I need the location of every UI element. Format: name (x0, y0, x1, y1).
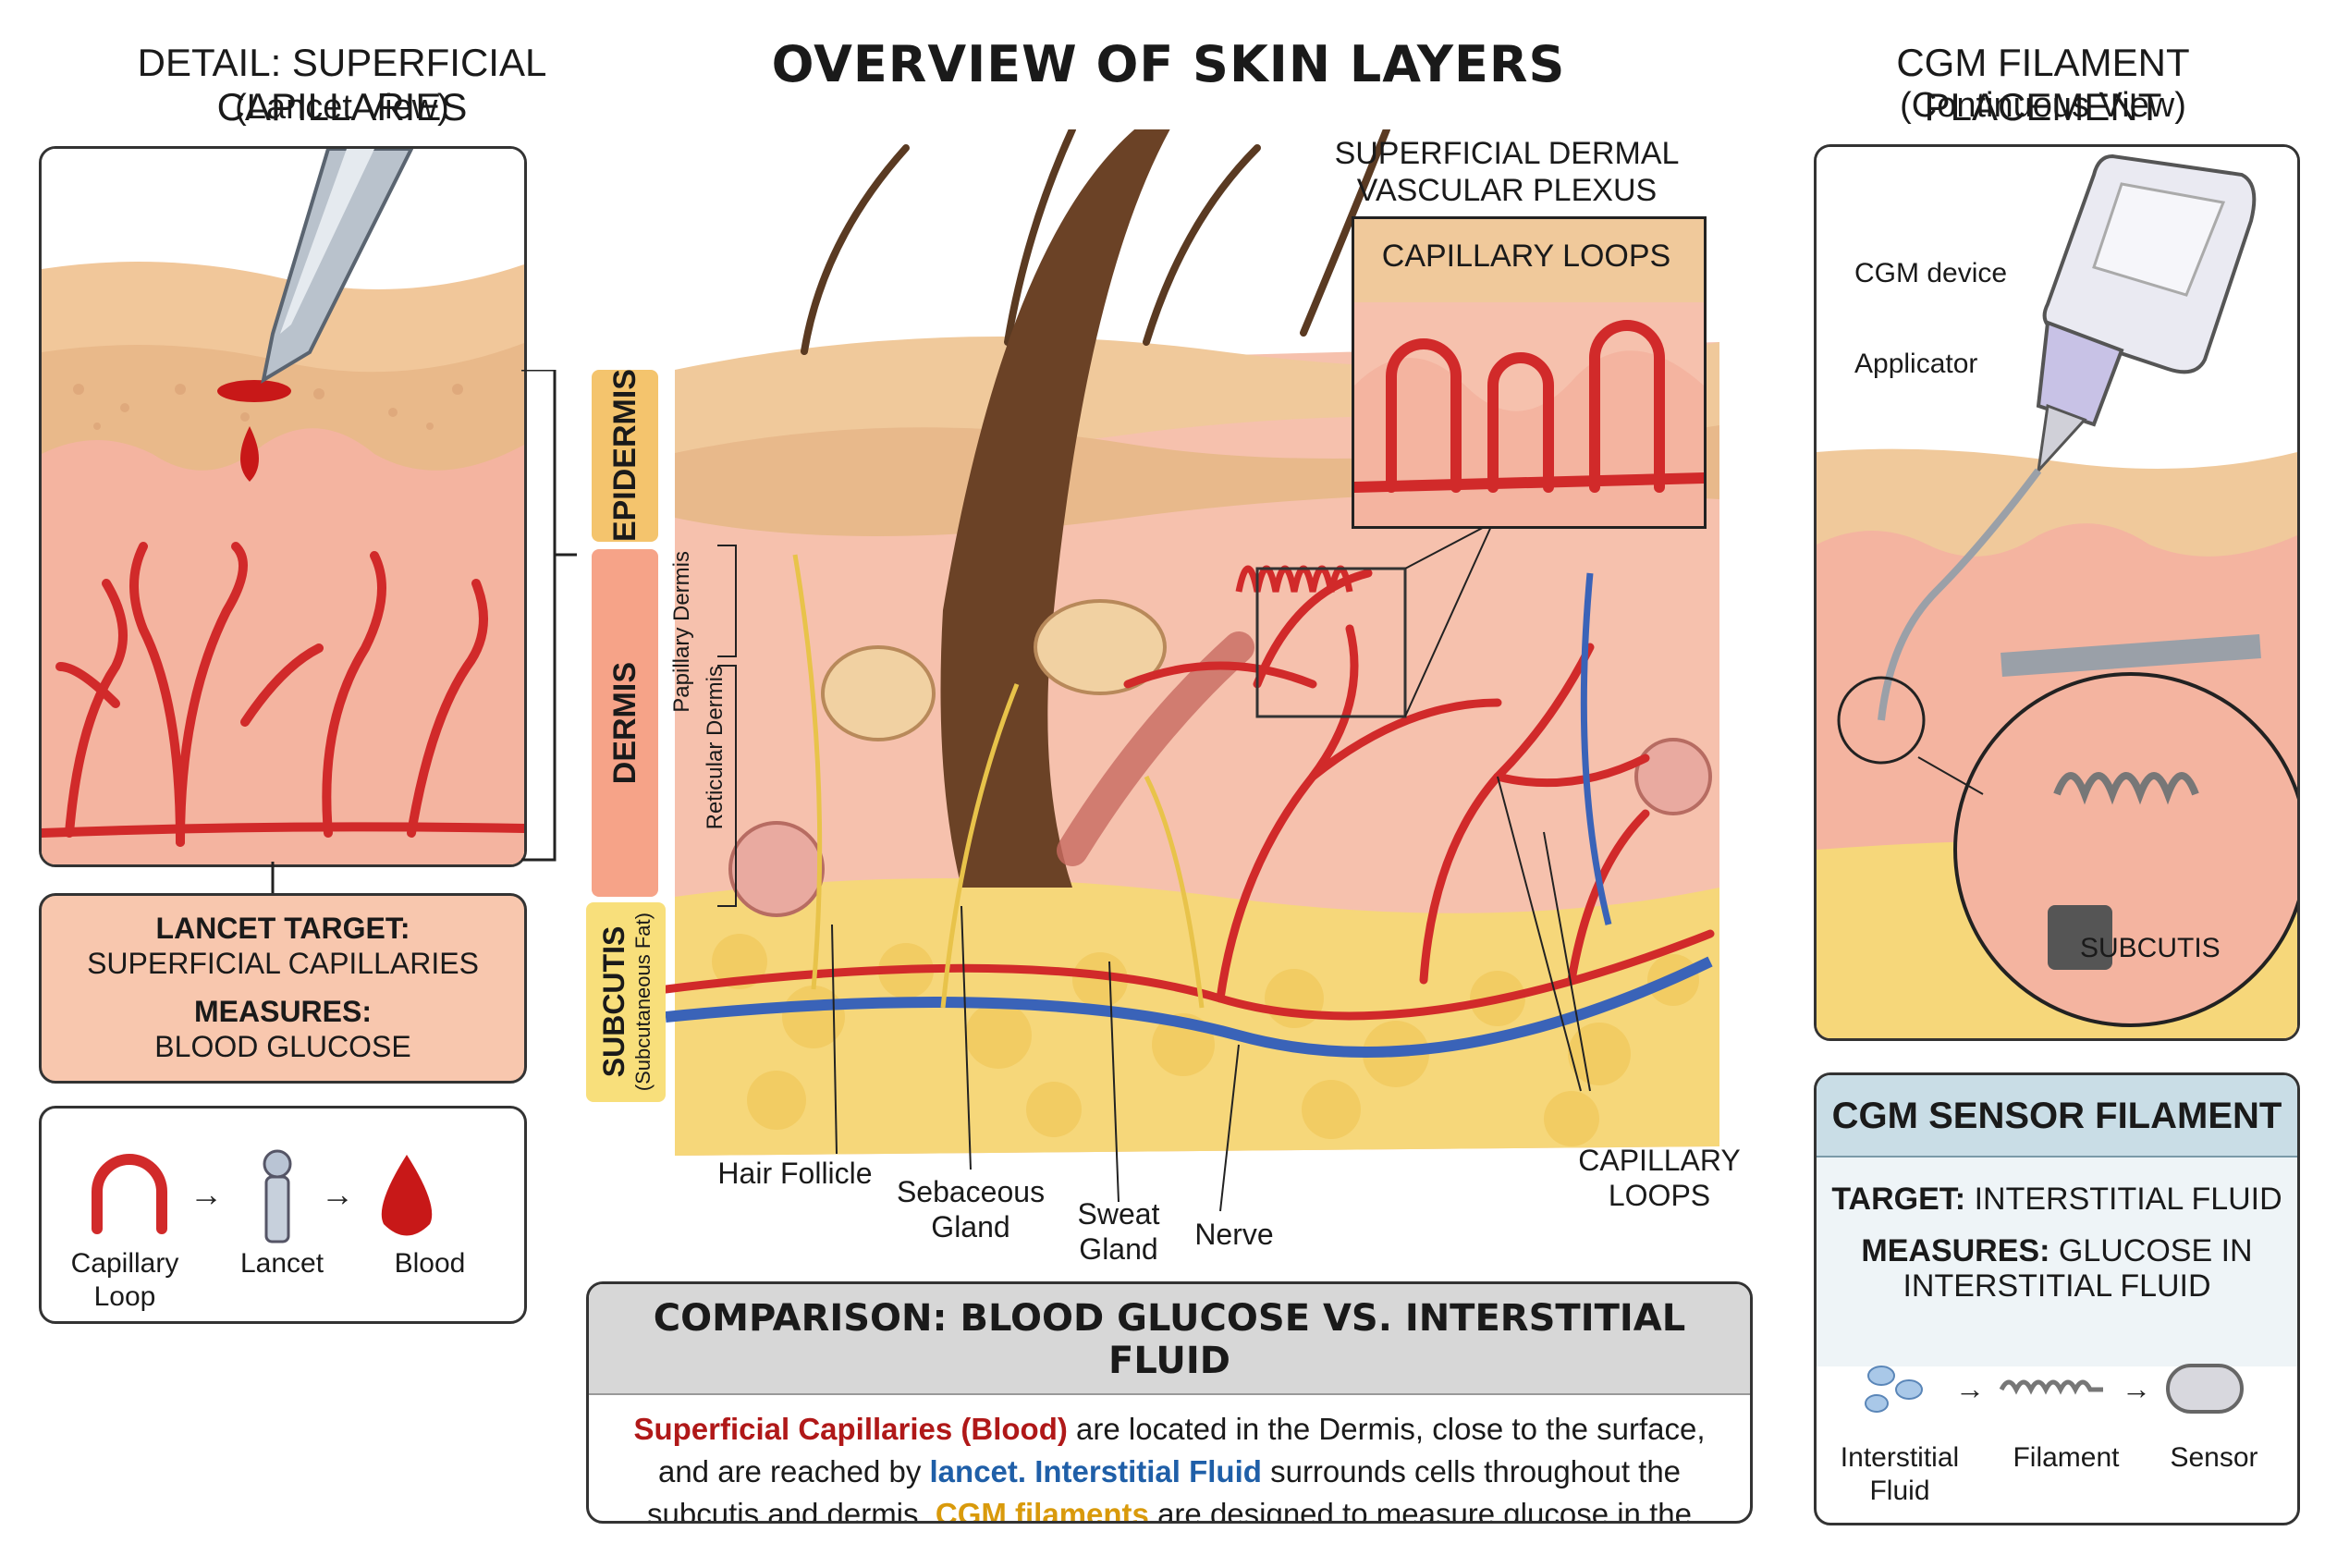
comparison-text-space (1026, 1454, 1034, 1488)
comparison-text-part: are located in the Dermis, close to the … (657, 1412, 1706, 1488)
comparison-cgm-term: CGM filaments (935, 1497, 1149, 1524)
skin-cross-section (666, 129, 1719, 1212)
dermis-tab: DERMIS (592, 549, 658, 897)
cgm-target-label: TARGET: (1831, 1182, 1966, 1217)
cgm-measures-value: GLUCOSE IN (2049, 1233, 2253, 1268)
subcutis-tab: SUBCUTIS (Subcutaneous Fat) (586, 902, 666, 1102)
lancet-detail-illustration (42, 149, 524, 864)
cgm-device-icon (2042, 153, 2257, 374)
left-panel-title: DETAIL: SUPERFICIAL CAPILLARIES (137, 41, 547, 129)
cgm-target-line: TARGET: INTERSTITIAL FLUID (1826, 1182, 2288, 1217)
capillary-loops-label: CAPILLARY LOOPS (1578, 1144, 1741, 1212)
flow-label-lancet: Lancet (239, 1248, 324, 1279)
cgm-measures-value2: INTERSTITIAL FLUID (1903, 1268, 2211, 1304)
svg-text:→: → (190, 1175, 223, 1213)
comparison-capillaries-term: Superficial Capillaries (Blood) (633, 1412, 1068, 1446)
lancet-icon (263, 1149, 292, 1243)
connector-line (271, 862, 275, 899)
comparison-title: COMPARISON: BLOOD GLUCOSE VS. INTERSTITI… (589, 1284, 1750, 1395)
svg-text:→: → (321, 1175, 354, 1213)
flow-label-blood: Blood (394, 1248, 466, 1279)
reticular-dermis-label: Reticular Dermis (703, 666, 728, 830)
measures-value: BLOOD GLUCOSE (154, 1030, 411, 1063)
nerve-label: Nerve (1194, 1218, 1274, 1251)
applicator-icon (2036, 320, 2124, 475)
blood-drop-icon (381, 1155, 433, 1236)
flow-label-capillary-loop: Capillary Loop (70, 1248, 179, 1312)
lancet-needle-icon (261, 149, 414, 385)
papillary-dermis-label: Papillary Dermis (669, 551, 694, 713)
comparison-text-part: surrounds cells throughout the subcutis … (647, 1454, 1682, 1524)
comparison-text-part: are designed to measure glucose in the s… (1157, 1497, 1692, 1524)
dermis-label: DERMIS (606, 661, 642, 785)
lancet-detail-card (39, 146, 527, 867)
capillary-loops-inset (1352, 216, 1707, 529)
lancet-target-box: LANCET TARGET: SUPERFICIAL CAPILLARIES M… (39, 893, 527, 1084)
plexus-label: SUPERFICIAL DERMAL VASCULAR PLEXUS (1334, 136, 1680, 208)
epidermis-label: EPIDERMIS (606, 369, 642, 543)
sensor-icon (2166, 1364, 2244, 1414)
comparison-lancet-term: lancet. (929, 1454, 1027, 1488)
cgm-placement-card (1814, 144, 2300, 1041)
flow-label-sensor: Sensor (2170, 1442, 2258, 1473)
capillary-loops-inset-illustration (1354, 219, 1704, 526)
inset-capillary-loops-label: CAPILLARY LOOPS (1381, 239, 1671, 274)
comparison-text: Superficial Capillaries (Blood) are loca… (589, 1395, 1750, 1524)
right-panel-subtitle: (Continuous View) (1900, 86, 2186, 125)
comparison-interstitial-term: Interstitial Fluid (1034, 1454, 1262, 1488)
hair-follicle-label: Hair Follicle (717, 1157, 873, 1190)
cgm-flow-icons: → → (1865, 1364, 2244, 1414)
flow-label-interstitial-fluid: Interstitial Fluid (1840, 1442, 1960, 1506)
right-panel-title: CGM FILAMENT PLACEMENT (1896, 41, 2190, 129)
applicator-label: Applicator (1854, 349, 1978, 379)
left-panel-subtitle: (Lancet View) (235, 88, 449, 127)
layer-bracket (521, 370, 577, 862)
epidermis-tab: EPIDERMIS (592, 369, 658, 543)
subcutis-sub-label: (Subcutaneous Fat) (630, 913, 655, 1092)
cgm-target-value: INTERSTITIAL FLUID (1965, 1182, 2282, 1217)
filament-icon (1999, 1379, 2103, 1395)
lancet-target-value: SUPERFICIAL CAPILLARIES (87, 947, 479, 980)
subcutis-label: SUBCUTIS (596, 926, 630, 1078)
page-title: OVERVIEW OF SKIN LAYERS (771, 35, 1566, 93)
flow-label-filament: Filament (2013, 1442, 2120, 1473)
comparison-box: COMPARISON: BLOOD GLUCOSE VS. INTERSTITI… (586, 1281, 1753, 1524)
lancet-flow-box: → → Capillary Loop Lancet Blood (39, 1106, 527, 1324)
cgm-sensor-box: CGM SENSOR FILAMENT TARGET: INTERSTITIAL… (1814, 1072, 2300, 1525)
subcutis-right-label: SUBCUTIS (2080, 933, 2221, 963)
sebaceous-gland-label: Sebaceous Gland (896, 1175, 1046, 1243)
cgm-measures-line: MEASURES: GLUCOSE IN (1826, 1233, 2288, 1268)
cgm-sensor-title: CGM SENSOR FILAMENT (1817, 1075, 2297, 1158)
cgm-placement-illustration (1817, 147, 2297, 1038)
measures-label: MEASURES: (193, 995, 372, 1028)
svg-text:→: → (1955, 1372, 1985, 1405)
sweat-gland-label: Sweat Gland (1077, 1197, 1160, 1266)
lancet-target-label: LANCET TARGET: (155, 912, 410, 945)
capillary-loop-icon (92, 1154, 167, 1234)
cgm-device-label: CGM device (1854, 258, 2008, 288)
svg-text:→: → (2122, 1372, 2151, 1405)
cgm-measures-label: MEASURES: (1861, 1233, 2050, 1268)
interstitial-fluid-icon (1865, 1366, 1923, 1413)
lancet-flow-icons: → → (92, 1149, 433, 1243)
